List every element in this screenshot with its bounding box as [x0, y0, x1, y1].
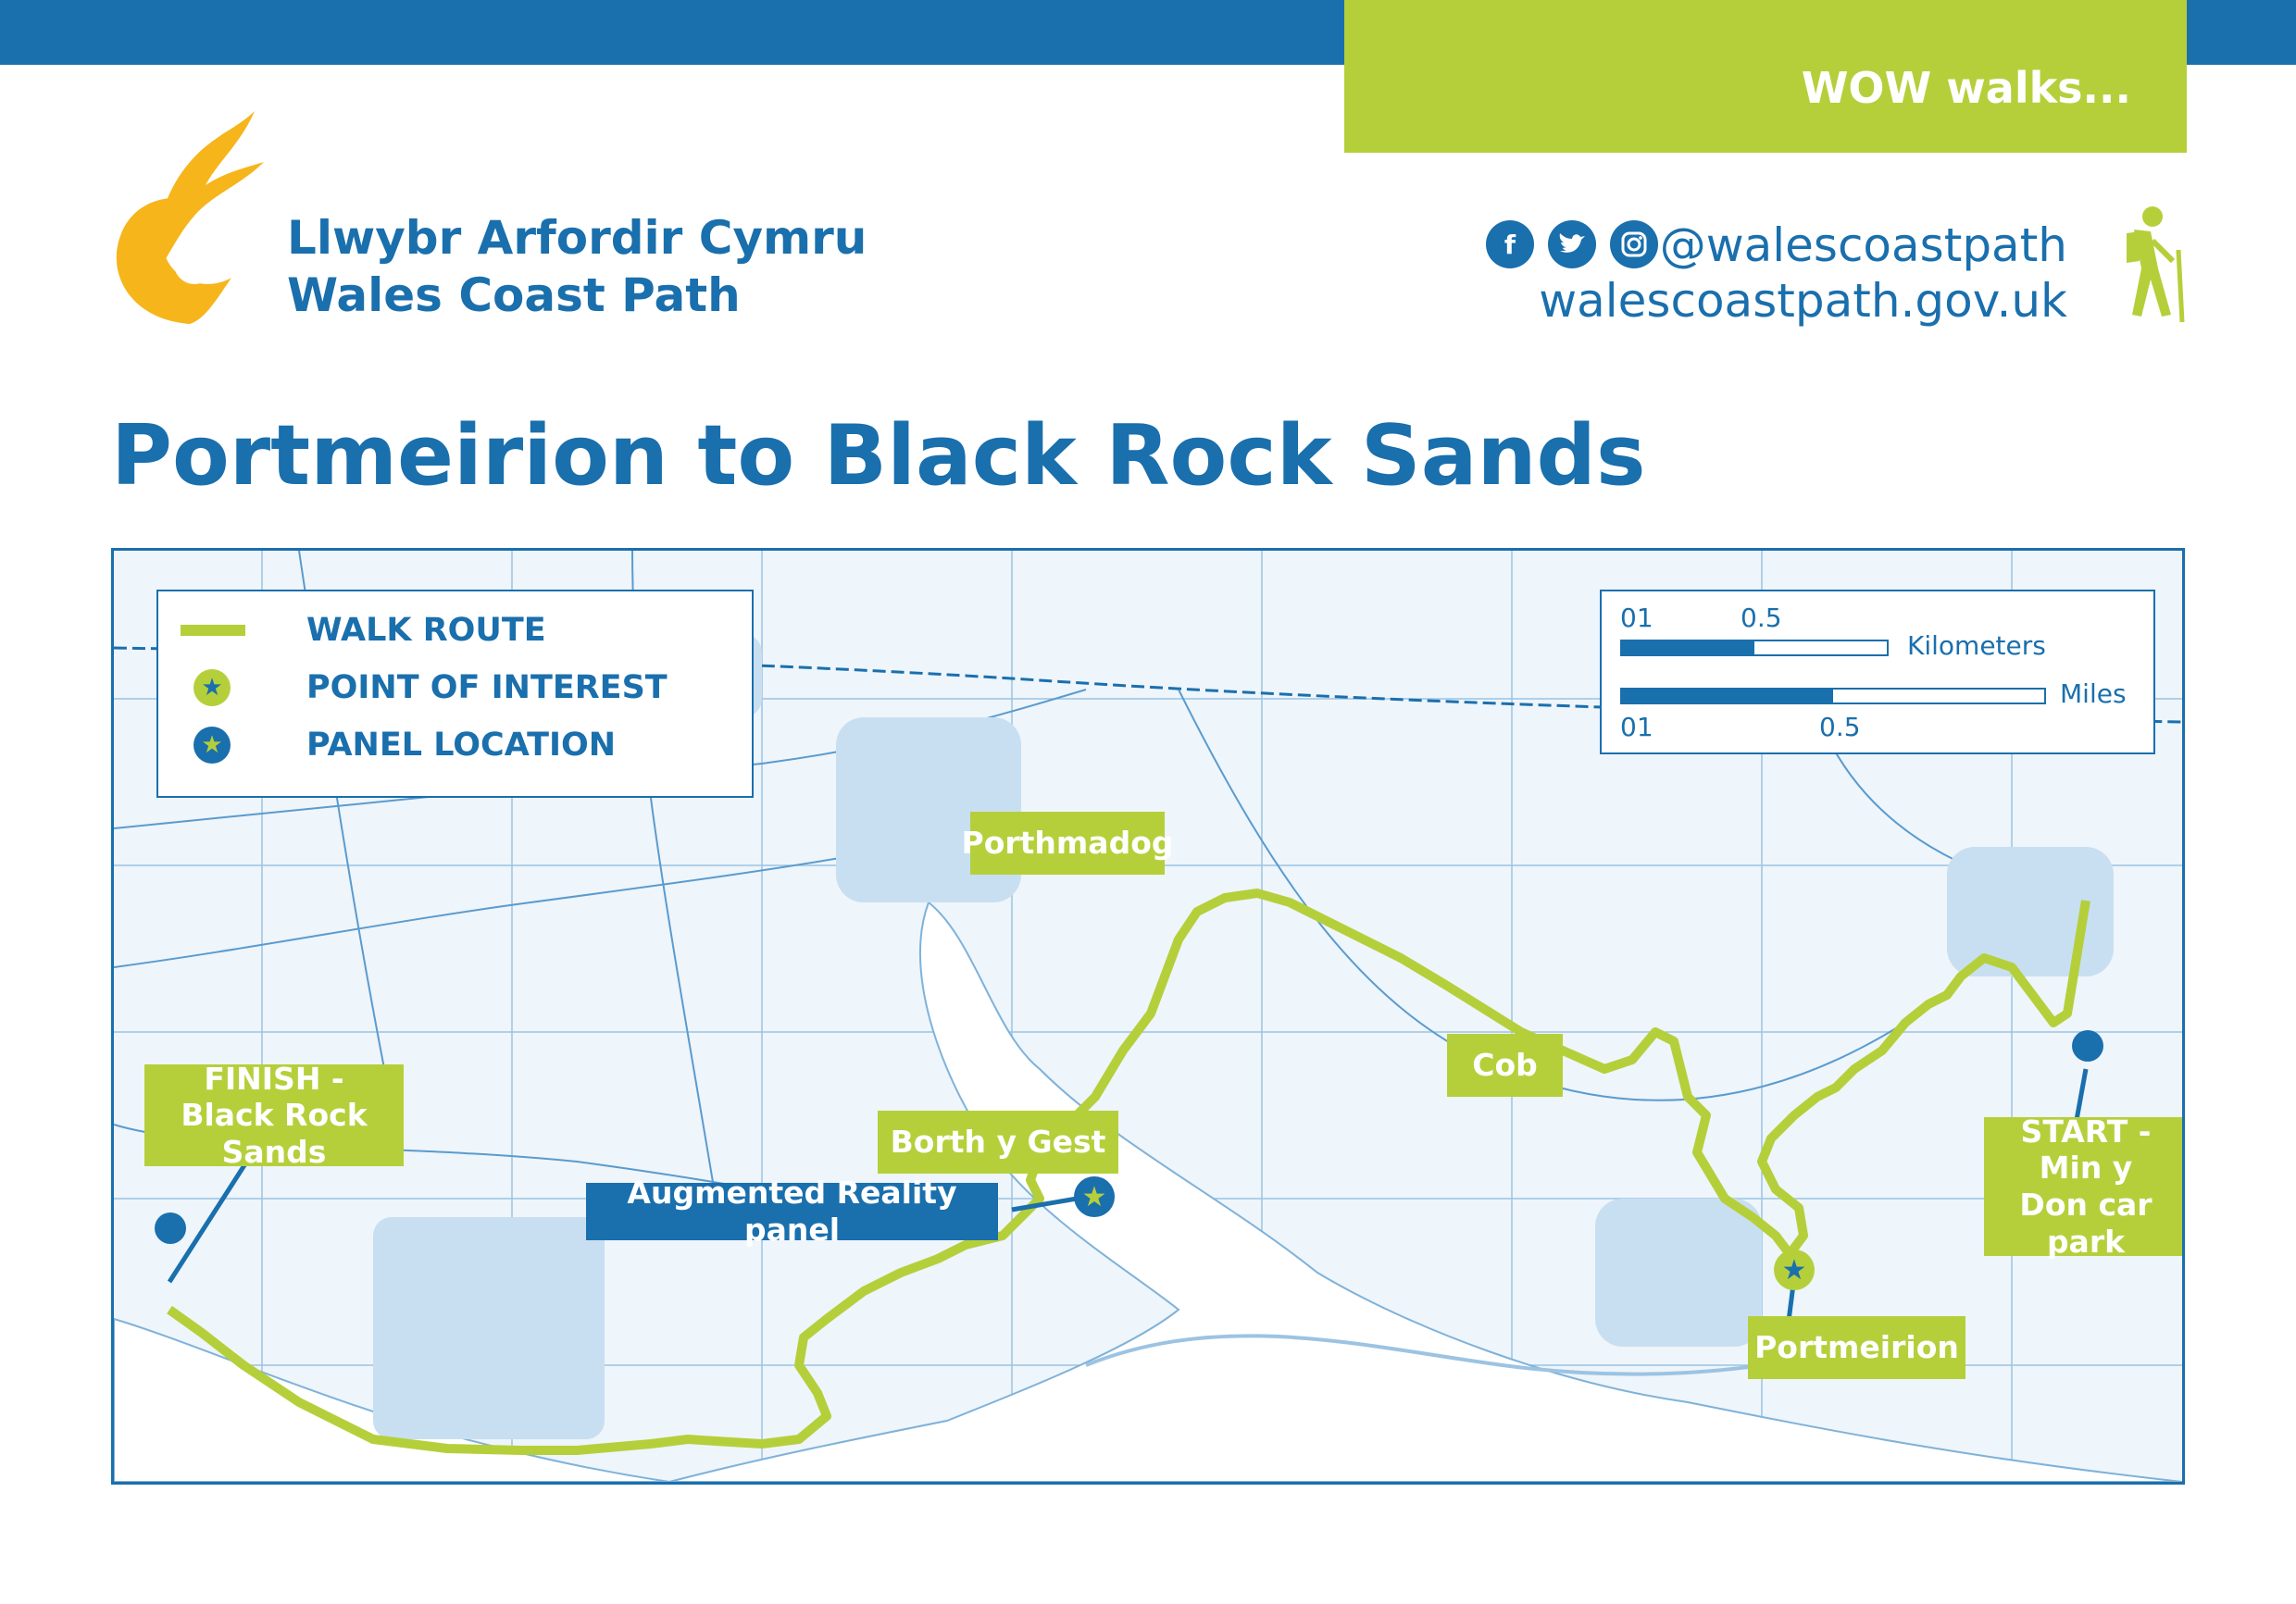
hiker-icon: [2127, 206, 2185, 323]
label-porthmadog: Porthmadog: [962, 812, 1174, 875]
walk-route-line: [167, 889, 2090, 1455]
label-finish-black-rock-sands: FINISH - Black Rock Sands: [144, 1061, 404, 1170]
social-handle[interactable]: @walescoastpath: [1659, 218, 2067, 272]
map-legend: WALK ROUTE ★ POINT OF INTEREST ★ PANEL L…: [156, 590, 754, 798]
instagram-icon[interactable]: [1610, 220, 1658, 268]
legend-point-of-interest: ★ POINT OF INTEREST: [158, 665, 668, 710]
label-start-min-y-don-car-park: START - Min y Don car park: [1984, 1113, 2182, 1260]
page-title: Portmeirion to Black Rock Sands: [111, 407, 1646, 504]
facebook-icon[interactable]: f: [1486, 220, 1534, 268]
route-map[interactable]: WALK ROUTE ★ POINT OF INTEREST ★ PANEL L…: [111, 548, 2185, 1485]
finish-marker[interactable]: [155, 1212, 186, 1244]
point-of-interest-icon: ★: [193, 669, 231, 706]
miles-scale-bar: [1620, 688, 2046, 704]
brand-name-welsh: Llwybr Arfordir Cymru: [287, 211, 867, 265]
wow-walks-tagline: WOW walks...: [1801, 63, 2131, 113]
label-augmented-reality-panel: Augmented Reality panel: [586, 1175, 998, 1248]
twitter-icon[interactable]: [1548, 220, 1596, 268]
label-cob: Cob: [1447, 1034, 1563, 1097]
panel-location-icon: ★: [193, 727, 231, 764]
wales-coast-path-logo-icon: [116, 111, 264, 324]
legend-panel-location: ★ PANEL LOCATION: [158, 723, 616, 767]
label-borth-y-gest: Borth y Gest: [878, 1111, 1118, 1174]
panel-location-marker-borth-y-gest[interactable]: ★: [1074, 1176, 1115, 1217]
wow-walks-banner: WOW walks...: [1344, 0, 2187, 153]
map-scale: 01 0.5 Kilometers Miles 01 0.5: [1600, 590, 2155, 754]
point-of-interest-marker-portmeirion[interactable]: ★: [1774, 1250, 1815, 1290]
social-icons: f: [1486, 220, 1658, 268]
brand-name-english: Wales Coast Path: [287, 268, 741, 322]
website-link[interactable]: walescoastpath.gov.uk: [1539, 274, 2067, 328]
label-portmeirion: Portmeirion: [1748, 1316, 1965, 1379]
start-marker[interactable]: [2072, 1030, 2103, 1062]
km-scale-bar: [1620, 640, 1889, 656]
legend-walk-route: WALK ROUTE: [158, 608, 546, 653]
